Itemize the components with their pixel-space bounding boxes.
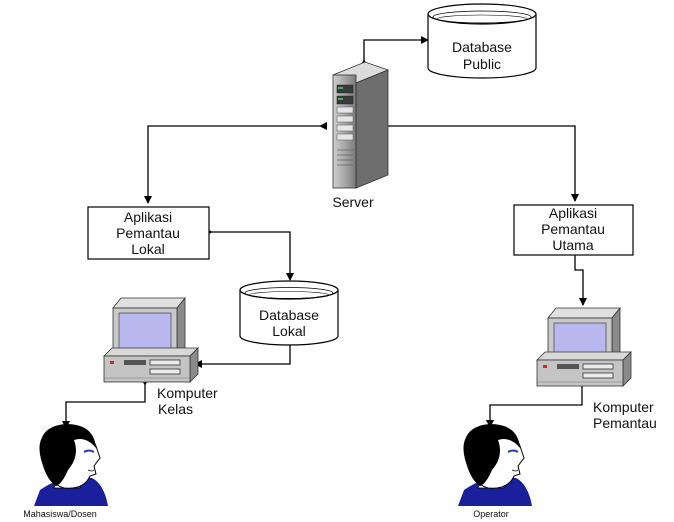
aplikasi-lokal-label-3: Lokal	[131, 241, 164, 257]
komputer-pemantau-label-2: Pemantau	[593, 415, 657, 431]
database-public: Database Public	[427, 3, 537, 79]
connectors	[62, 36, 587, 429]
aplikasi-utama-label-1: Aplikasi	[549, 205, 597, 221]
connector-database-lokal-komputer-kelas	[194, 333, 294, 368]
komputer-kelas: Komputer Kelas	[103, 296, 218, 417]
aplikasi-utama-label-2: Pemantau	[541, 221, 605, 237]
database-lokal-label-2: Lokal	[272, 323, 305, 339]
komputer-kelas-label-2: Kelas	[158, 401, 193, 417]
person-head-icon	[34, 424, 108, 506]
server: Server	[331, 61, 390, 210]
aplikasi-lokal-label-2: Pemantau	[116, 225, 180, 241]
connector-aplikasi-utama-komputer-pemantau	[571, 249, 587, 306]
komputer-pemantau-label-1: Komputer	[593, 399, 654, 415]
person-head-icon	[458, 424, 532, 506]
connector-komputer-kelas-mahasiswa	[62, 378, 149, 429]
komputer-pemantau: Komputer Pemantau	[536, 306, 657, 431]
database-public-label-2: Public	[463, 56, 501, 72]
server-tower-icon	[331, 61, 390, 189]
user-operator: Operator	[458, 424, 532, 519]
connector-server-database-public	[360, 36, 429, 67]
aplikasi-utama-box	[513, 204, 634, 256]
server-label: Server	[332, 194, 374, 210]
komputer-kelas-label-1: Komputer	[157, 385, 218, 401]
connector-komputer-pemantau-operator	[486, 378, 586, 428]
connector-server-aplikasi-lokal	[144, 122, 327, 204]
database-lokal-label-1: Database	[259, 307, 319, 323]
database-lokal: Database Lokal	[239, 280, 339, 346]
user-operator-label: Operator	[473, 509, 509, 519]
database-public-label-1: Database	[452, 39, 512, 55]
aplikasi-utama-label-3: Utama	[552, 237, 593, 253]
database-cylinder-icon	[427, 3, 537, 79]
aplikasi-pemantau-utama: Aplikasi Pemantau Utama	[513, 204, 634, 256]
connector-server-aplikasi-utama	[378, 122, 579, 202]
aplikasi-lokal-box	[87, 206, 210, 260]
desktop-computer-icon	[103, 296, 199, 383]
database-cylinder-icon	[239, 280, 339, 346]
desktop-computer-icon	[536, 306, 632, 387]
user-mahasiswa-dosen: Mahasiswa/Dosen	[23, 424, 108, 519]
user-mahasiswa-label: Mahasiswa/Dosen	[23, 509, 97, 519]
aplikasi-lokal-label-1: Aplikasi	[124, 209, 172, 225]
connector-aplikasi-lokal-database-lokal	[205, 228, 294, 281]
aplikasi-pemantau-lokal: Aplikasi Pemantau Lokal	[87, 206, 210, 260]
